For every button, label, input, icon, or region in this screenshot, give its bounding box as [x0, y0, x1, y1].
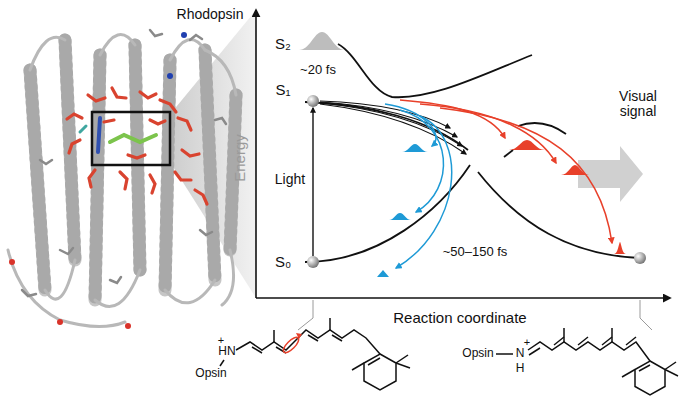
- time-label: ~20 fs: [300, 63, 336, 77]
- atom-label: HN: [218, 345, 235, 358]
- red-packets: [509, 140, 626, 254]
- excitation-label: Light: [275, 172, 305, 187]
- energy-curves: [305, 44, 640, 262]
- guide-lines: [298, 300, 652, 330]
- axis-label: Reaction coordinate: [393, 310, 526, 327]
- group-label: Opsin: [195, 367, 226, 380]
- protein-ribbon: [8, 30, 236, 327]
- atom-label: N: [516, 347, 525, 360]
- signal-arrow: [578, 146, 643, 202]
- axis-label: Energy: [232, 134, 249, 182]
- zoom-box: [92, 112, 170, 165]
- protein-name: Rhodopsin: [177, 7, 244, 22]
- time-label: ~50–150 fs: [443, 245, 508, 259]
- wave-packet: [299, 32, 345, 50]
- blue-arrows: [385, 104, 452, 268]
- group-label: Opsin: [462, 347, 493, 360]
- charge-sign: +: [218, 334, 224, 346]
- ion-dots: [9, 32, 187, 329]
- rotation-arrow: [281, 333, 302, 355]
- excitation-arrow: [312, 108, 313, 256]
- blue-packets: [377, 144, 428, 277]
- charge-sign: +: [524, 336, 530, 348]
- atom-label: H: [516, 362, 525, 375]
- state-label: S₀: [275, 254, 291, 271]
- axes: [256, 10, 670, 298]
- state-label: S₂: [275, 36, 291, 53]
- state-label: S₁: [275, 82, 290, 99]
- trans-retinal: [496, 328, 678, 395]
- cis-retinal: [220, 318, 410, 390]
- product-label: Visual signal: [607, 89, 669, 120]
- red-arrows: [400, 100, 612, 243]
- state-balls: [307, 95, 646, 268]
- zoom-wedge: [172, 10, 256, 298]
